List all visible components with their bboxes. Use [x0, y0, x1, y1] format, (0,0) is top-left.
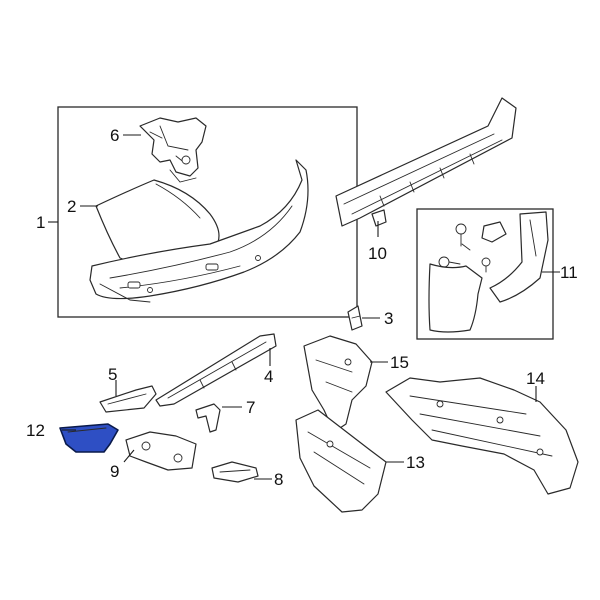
callout-14: 14: [526, 369, 545, 388]
part-14-under-tray: [385, 377, 579, 495]
part-9-bracket: [125, 431, 197, 471]
callout-labels: 1 2 3 4 5 6 7 8 9 10 11 12 13 14 15: [26, 126, 578, 489]
callout-5: 5: [108, 365, 117, 384]
callout-1: 1: [36, 213, 45, 232]
callout-7: 7: [246, 398, 255, 417]
part-7-bracket: [195, 403, 221, 433]
part-8-bracket: [211, 461, 259, 483]
callout-2: 2: [67, 197, 76, 216]
callout-4: 4: [264, 367, 273, 386]
callout-11: 11: [560, 263, 578, 282]
callout-8: 8: [274, 470, 283, 489]
callout-3: 3: [384, 309, 393, 328]
part-10-reinforcement-beam: [335, 97, 517, 227]
part-5-reflector: [99, 385, 157, 413]
callout-6: 6: [110, 126, 119, 145]
part-3-clip: [347, 305, 363, 331]
callout-15: 15: [390, 353, 409, 372]
part-13-lower-shield: [295, 409, 387, 513]
assembly-box-11: [416, 208, 554, 340]
part-12-highlighted: [59, 423, 119, 453]
callout-12: 12: [26, 421, 45, 440]
part-4-molding: [155, 333, 277, 407]
part-15-shield: [303, 335, 373, 433]
callout-10: 10: [368, 244, 387, 263]
leader-lines: [48, 134, 560, 480]
part-1-bumper-cover: [89, 159, 309, 303]
callout-13: 13: [406, 453, 425, 472]
part-11-mud-flap: [428, 211, 549, 333]
callout-9: 9: [110, 462, 119, 481]
part-6-bracket: [139, 117, 207, 183]
